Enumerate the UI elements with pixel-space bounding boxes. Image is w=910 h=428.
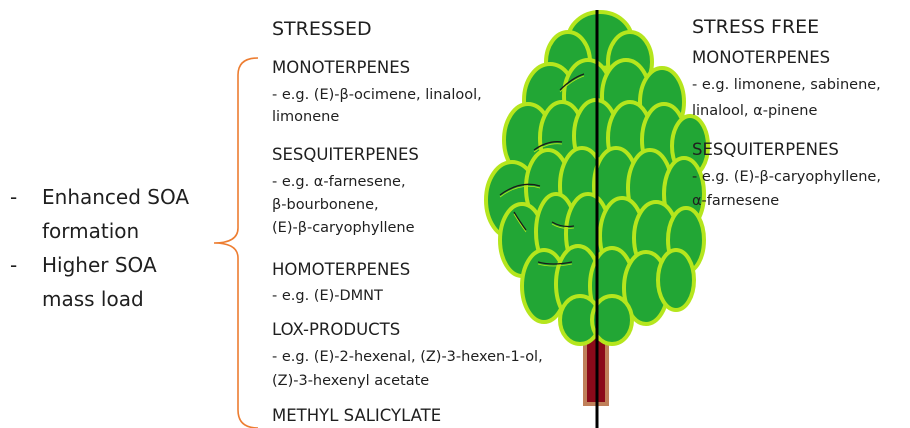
- stressed-group-name: METHYL SALICYLATE: [272, 406, 441, 425]
- stressed-example-line: (Z)-3-hexenyl acetate: [272, 370, 429, 392]
- stress-free-example-line: - e.g. (E)-β-caryophyllene,: [692, 166, 881, 188]
- stressed-group-name: SESQUITERPENES: [272, 145, 419, 164]
- stress-free-heading: STRESS FREE: [692, 16, 819, 38]
- stressed-example-line: - e.g. (E)-DMNT: [272, 285, 383, 307]
- stressed-example-line: limonene: [272, 106, 339, 128]
- stressed-example-line: - e.g. α-farnesene,: [272, 171, 406, 193]
- stressed-heading: STRESSED: [272, 18, 372, 40]
- stressed-group-name: HOMOTERPENES: [272, 260, 410, 279]
- stress-free-group-name: MONOTERPENES: [692, 48, 830, 67]
- stress-free-example-line: - e.g. limonene, sabinene,: [692, 74, 881, 96]
- leaf: [658, 250, 694, 310]
- stress-free-example-line: α-farnesene: [692, 190, 779, 212]
- stressed-example-line: - e.g. (E)-2-hexenal, (Z)-3-hexen-1-ol,: [272, 346, 543, 368]
- stressed-example-line: (E)-β-caryophyllene: [272, 217, 415, 239]
- curly-brace: [214, 58, 258, 428]
- stressed-group-name: LOX-PRODUCTS: [272, 320, 400, 339]
- stress-free-example-line: linalool, α-pinene: [692, 100, 817, 122]
- stressed-example-line: - e.g. (E)-β-ocimene, linalool,: [272, 84, 482, 106]
- stressed-group-name: MONOTERPENES: [272, 58, 410, 77]
- stressed-example-line: β-bourbonene,: [272, 194, 379, 216]
- stress-free-group-name: SESQUITERPENES: [692, 140, 839, 159]
